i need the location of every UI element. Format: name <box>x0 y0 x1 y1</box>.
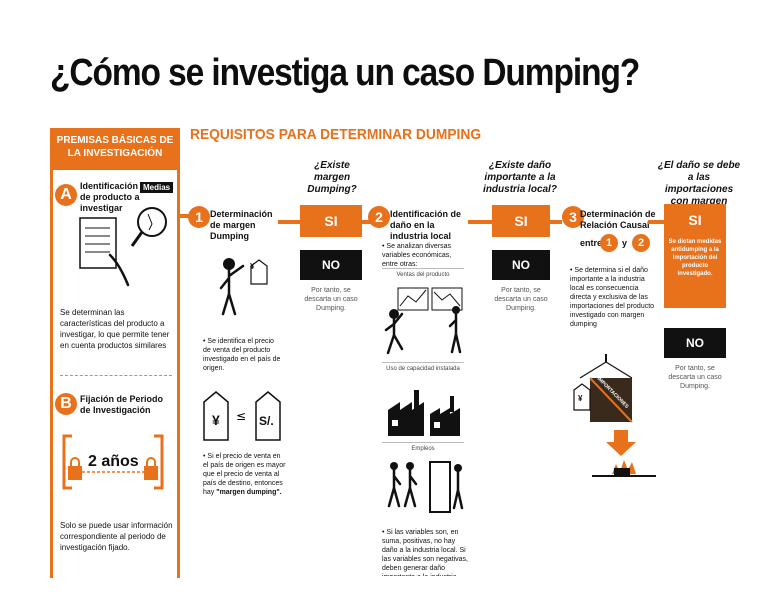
step-3-no-text: Por tanto, se descarta un caso Dumping. <box>668 365 722 390</box>
step-1-no: NO <box>300 250 362 280</box>
step-2-bullet-1: • Se analizan diversas variables económi… <box>382 243 452 268</box>
step-1-bullet-2-bold: "margen dumping". <box>216 489 282 496</box>
premise-b-badge: B <box>55 393 77 415</box>
premise-a-tag: Medias <box>140 182 174 193</box>
step-1-no-text: Por tanto, se descarta un caso Dumping. <box>304 287 358 312</box>
flow-line-2b <box>550 220 562 224</box>
step-2-bullet-2-text: Si las variables son, en suma, positivas… <box>382 529 468 576</box>
price-comparison-tags: ≤ <box>203 391 281 441</box>
step-3-yes: SI <box>688 212 702 228</box>
premises-panel <box>50 128 180 578</box>
step-2-bullet-2: • Si las variables son, en suma, positiv… <box>382 528 468 576</box>
bracket-period-illustration <box>62 434 164 490</box>
step-3-title: Determinación de Relación Causal <box>580 209 656 230</box>
premise-b-title: Fijación de Periodo de Investigación <box>80 394 164 415</box>
step-1-bullet-2: • Si el precio de venta en el país de or… <box>203 453 286 496</box>
sol-tag-label: S/. <box>259 414 274 428</box>
step-3-and: y <box>622 238 628 248</box>
crate-price-symbol: ¥ <box>578 394 583 403</box>
step-1-number: 1 <box>188 206 210 228</box>
step-2-yes: SI <box>492 205 550 237</box>
clipboard-magnifier-illustration <box>79 207 167 287</box>
step-3-between: entre <box>580 238 603 248</box>
step-3-no: NO <box>664 328 726 358</box>
step-1-question: ¿Existe margen Dumping? <box>307 160 357 195</box>
svg-text:≤: ≤ <box>236 409 246 423</box>
step-3-number: 3 <box>562 206 584 228</box>
step-3-bullet-text: Se determina si el daño importante a la … <box>570 267 655 328</box>
impact-arrow-illustration <box>592 430 656 477</box>
premise-a-badge: A <box>55 184 77 206</box>
step-2-bullet-1-text: Se analizan diversas variables económica… <box>382 243 452 268</box>
premise-a-text: Se determinan las características del pr… <box>60 308 170 350</box>
step-3-yes-panel: SI Se dictan medidas antidumping a la im… <box>664 204 726 308</box>
step-2-title: Identificación de daño en la industria l… <box>390 209 462 241</box>
premise-a-title: Identificación de producto a investigar <box>80 181 140 213</box>
small-price-tag-symbol: ¥ <box>250 262 255 271</box>
step-1-bullet-2-text: Si el precio de venta en el país de orig… <box>203 453 286 496</box>
flow-line-1b <box>278 220 300 224</box>
businessman-price-illustration <box>219 258 268 316</box>
panel-capacity-label: Uso de capacidad instalada <box>386 366 460 372</box>
step-1-bullet-1-text: Se identifica el precio de venta del pro… <box>203 338 281 372</box>
flow-line-1c <box>362 220 372 224</box>
panel-divider-2 <box>382 362 464 363</box>
premise-divider <box>60 375 172 376</box>
step-2-no: NO <box>492 250 550 280</box>
step-3-bullet: • Se determina si el daño importante a l… <box>570 267 655 328</box>
sales-chart-illustration <box>384 287 463 355</box>
step-2-number: 2 <box>368 206 390 228</box>
step-2-question: ¿Existe daño importante a la industria l… <box>483 160 557 195</box>
flow-line-3a <box>648 220 664 224</box>
panel-sales-label: Ventas del producto <box>396 272 450 278</box>
panel-divider-3 <box>382 442 464 443</box>
yen-tag-label: ¥ <box>212 412 220 428</box>
panel-jobs-label: Empleos <box>411 446 435 452</box>
step-1-bullet-1: • Se identifica el precio de venta del p… <box>203 338 281 372</box>
step-3-yes-text: Se dictan medidas antidumping a la impor… <box>668 239 722 277</box>
premise-b-text: Solo se puede usar información correspon… <box>60 521 173 552</box>
step-1-title: Determinación de margen Dumping <box>210 209 273 241</box>
step-3-ref-2: 2 <box>632 234 650 252</box>
requirements-header: REQUISITOS PARA DETERMINAR DUMPING <box>190 126 482 143</box>
page-title: ¿Cómo se investiga un caso Dumping? <box>50 52 640 94</box>
factory-illustration <box>388 390 460 436</box>
flow-line-2a <box>468 220 492 224</box>
period-label: 2 años <box>88 453 139 470</box>
step-2-no-text: Por tanto, se descarta un caso Dumping. <box>494 287 548 312</box>
step-3-ref-1: 1 <box>600 234 618 252</box>
step-1-yes: SI <box>300 205 362 237</box>
premises-header: PREMISAS BÁSICAS DE LA INVESTIGACIÓN <box>50 128 180 170</box>
import-crate-illustration <box>573 354 633 423</box>
panel-divider-1 <box>382 268 464 269</box>
workers-leaving-illustration <box>387 461 464 513</box>
